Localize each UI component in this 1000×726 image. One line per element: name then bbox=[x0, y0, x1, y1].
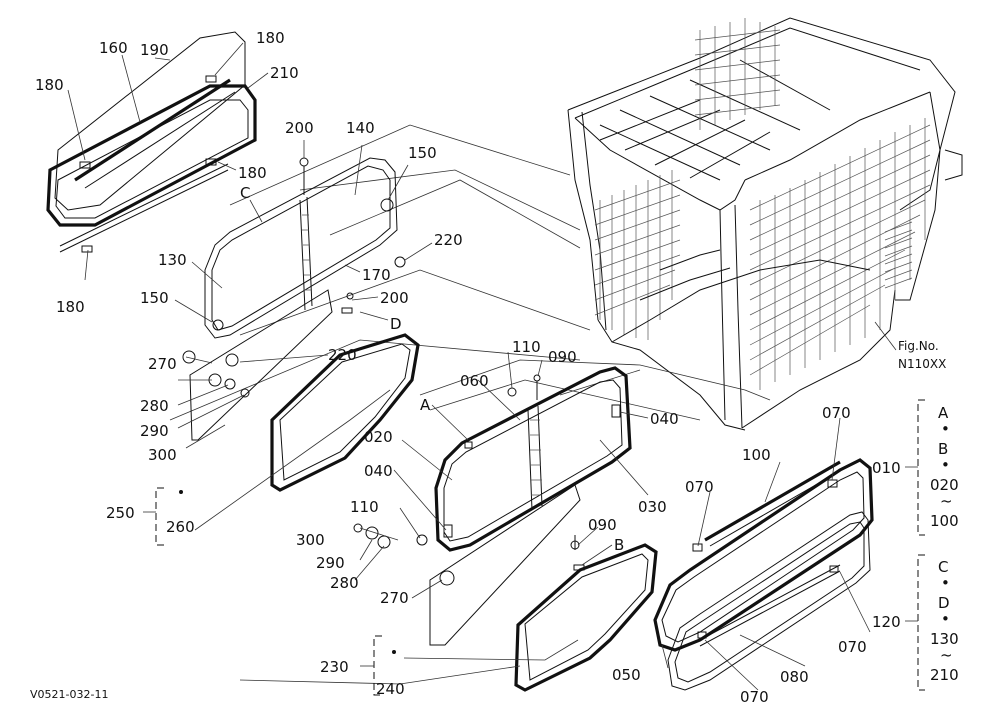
bracket-120-letter-d: D bbox=[938, 594, 950, 612]
bracket-120 bbox=[905, 554, 925, 691]
callout-010: 010 bbox=[872, 459, 901, 477]
callout-270-mid: 270 bbox=[380, 589, 409, 607]
callout-070-top: 070 bbox=[822, 404, 851, 422]
callout-180-top: 180 bbox=[256, 29, 285, 47]
callout-220-left: 220 bbox=[328, 346, 357, 364]
callout-230: 230 bbox=[320, 658, 349, 676]
bracket-120-dot-1: • bbox=[941, 574, 950, 592]
bracket-120-letter-c: C bbox=[938, 558, 948, 576]
panel-250-group bbox=[182, 256, 406, 441]
letter-a-window: A bbox=[420, 396, 431, 414]
panel-230-group bbox=[353, 484, 585, 646]
callout-160: 160 bbox=[99, 39, 128, 57]
callout-040-right: 040 bbox=[650, 410, 679, 428]
callout-280-left: 280 bbox=[140, 397, 169, 415]
upper-left-window-set bbox=[46, 31, 257, 253]
callout-290-mid: 290 bbox=[316, 554, 345, 572]
window-c-group bbox=[204, 157, 398, 339]
bracket-120-range-from: 130 bbox=[930, 630, 959, 648]
glass-260 bbox=[270, 333, 420, 492]
bracket-120-tilde: ~ bbox=[940, 646, 953, 664]
bracket-010-range-to: 100 bbox=[930, 512, 959, 530]
callout-130: 130 bbox=[158, 251, 187, 269]
callout-020: 020 bbox=[364, 428, 393, 446]
callout-140: 140 bbox=[346, 119, 375, 137]
letter-c-window: C bbox=[240, 184, 250, 202]
callout-070-bottom: 070 bbox=[740, 688, 769, 706]
callout-110-mid: 110 bbox=[350, 498, 379, 516]
callout-100: 100 bbox=[742, 446, 771, 464]
callout-250: 250 bbox=[106, 504, 135, 522]
callout-270-left: 270 bbox=[148, 355, 177, 373]
callout-220-right: 220 bbox=[434, 231, 463, 249]
callout-290-left: 290 bbox=[140, 422, 169, 440]
fig-no-label: Fig.No. bbox=[898, 339, 939, 353]
strip-160 bbox=[74, 78, 231, 182]
bracket-010-range-from: 020 bbox=[930, 476, 959, 494]
bracket-230 bbox=[360, 635, 396, 696]
callout-050: 050 bbox=[612, 666, 641, 684]
bracket-010 bbox=[905, 399, 925, 536]
strip-100 bbox=[704, 460, 841, 542]
cab-frame bbox=[567, 17, 963, 431]
callout-240: 240 bbox=[376, 680, 405, 698]
bracket-010-dot-1: • bbox=[941, 420, 950, 438]
callout-300-mid: 300 bbox=[296, 531, 325, 549]
letter-d-panel: D bbox=[390, 315, 402, 333]
callout-060: 060 bbox=[460, 372, 489, 390]
side-mesh-right bbox=[749, 118, 931, 390]
letter-b-panel: B bbox=[614, 536, 624, 554]
bracket-120-dot-2: • bbox=[941, 610, 950, 628]
callout-040-left: 040 bbox=[364, 462, 393, 480]
callout-150-left: 150 bbox=[140, 289, 169, 307]
projection-lines bbox=[169, 124, 771, 421]
side-mesh-left bbox=[594, 170, 681, 340]
drawing-code: V0521-032-11 bbox=[30, 688, 108, 701]
callout-200-mid: 200 bbox=[380, 289, 409, 307]
callout-070-right: 070 bbox=[838, 638, 867, 656]
callout-070-mid: 070 bbox=[685, 478, 714, 496]
callout-150-top: 150 bbox=[408, 144, 437, 162]
bracket-010-tilde: ~ bbox=[940, 492, 953, 510]
rear-mesh bbox=[694, 18, 781, 130]
callout-120: 120 bbox=[872, 613, 901, 631]
callout-180-bottom: 180 bbox=[56, 298, 85, 316]
callout-180-left: 180 bbox=[35, 76, 64, 94]
window-a-group bbox=[434, 366, 632, 552]
bracket-010-letter-a: A bbox=[938, 404, 949, 422]
callout-280-mid: 280 bbox=[330, 574, 359, 592]
callout-200-top: 200 bbox=[285, 119, 314, 137]
callout-030: 030 bbox=[638, 498, 667, 516]
fig-no-leader bbox=[874, 321, 897, 351]
bracket-250 bbox=[143, 487, 183, 546]
fig-no: N110XX bbox=[898, 357, 946, 371]
leader-lines bbox=[67, 42, 871, 691]
callout-210: 210 bbox=[270, 64, 299, 82]
callout-090-mid: 090 bbox=[588, 516, 617, 534]
callout-110-top: 110 bbox=[512, 338, 541, 356]
callout-080: 080 bbox=[780, 668, 809, 686]
bracket-120-range-to: 210 bbox=[930, 666, 959, 684]
bracket-010-letter-b: B bbox=[938, 440, 948, 458]
callout-260: 260 bbox=[166, 518, 195, 536]
strip-lower bbox=[59, 163, 229, 247]
callout-190: 190 bbox=[140, 41, 169, 59]
glass-240 bbox=[514, 543, 658, 692]
bracket-010-dot-2: • bbox=[941, 456, 950, 474]
callout-170: 170 bbox=[362, 266, 391, 284]
callout-090-top: 090 bbox=[548, 348, 577, 366]
lower-right-window-set bbox=[653, 458, 874, 691]
callout-180-mid: 180 bbox=[238, 164, 267, 182]
callout-300-left: 300 bbox=[148, 446, 177, 464]
